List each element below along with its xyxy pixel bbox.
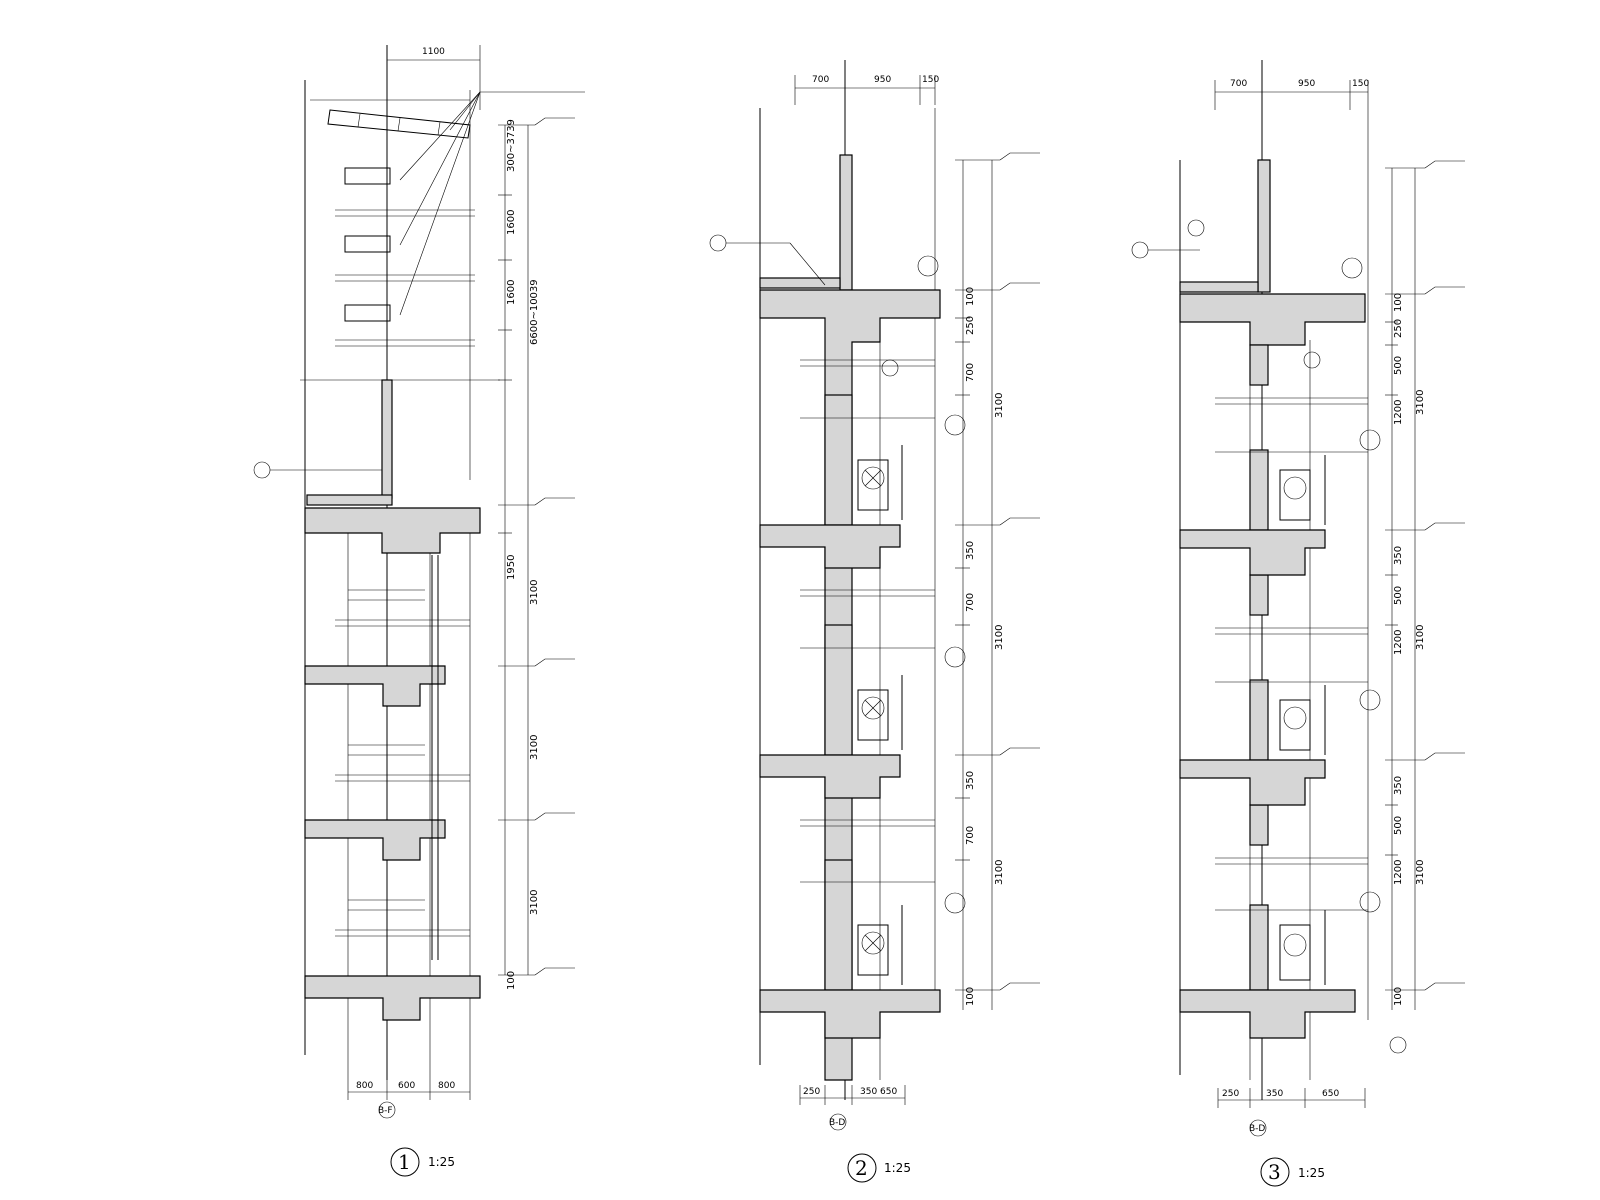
detail-1-dim-v7: 3100 — [529, 890, 540, 915]
detail-1-dim-v2: 1600 — [506, 280, 517, 305]
detail-2-dim-v9: 3100 — [994, 860, 1005, 885]
detail-3-top-dim-0: 700 — [1230, 79, 1247, 89]
detail-1-top-dim: 1100 — [422, 47, 445, 57]
detail-2-dim-b2: 650 — [880, 1087, 897, 1097]
detail-1-dim-v4: 1950 — [506, 555, 517, 580]
detail-3-top-dim-2: 150 — [1352, 79, 1369, 89]
detail-2-dim-v6: 3100 — [994, 625, 1005, 650]
detail-2-dim-v5: 700 — [965, 593, 976, 612]
detail-2-dim-v8: 700 — [965, 826, 976, 845]
detail-1-number: 1 — [398, 1150, 411, 1174]
detail-1-dim-v3: 6600~10039 — [529, 279, 540, 345]
detail-3-dim-v6: 500 — [1393, 586, 1404, 605]
detail-3-dim-v7: 1200 — [1393, 630, 1404, 655]
detail-3-scale: 1:25 — [1298, 1166, 1325, 1180]
detail-1-grid-label: B-F — [378, 1106, 393, 1116]
detail-3-dim-v0: 100 — [1393, 293, 1404, 312]
detail-3-dim-v5: 350 — [1393, 546, 1404, 565]
detail-1-number-circle — [390, 1147, 420, 1177]
detail-2-number: 2 — [855, 1156, 868, 1180]
detail-1-dim-v0: 300~3739 — [506, 119, 517, 172]
detail-2-top-dim-2: 150 — [922, 75, 939, 85]
detail-1-dim-v6: 3100 — [529, 735, 540, 760]
detail-1-scale: 1:25 — [428, 1155, 455, 1169]
detail-2-dim-v0: 100 — [965, 287, 976, 306]
detail-2-dim-b1: 350 — [860, 1087, 877, 1097]
detail-3-dim-v8: 3100 — [1415, 625, 1426, 650]
detail-3-dim-v3: 1200 — [1393, 400, 1404, 425]
detail-3: 700 950 150 — [1131, 60, 1465, 1187]
detail-2-scale: 1:25 — [884, 1161, 911, 1175]
detail-2-dim-v2: 700 — [965, 363, 976, 382]
detail-1-dim-b1: 600 — [398, 1081, 415, 1091]
detail-2-dim-v7: 350 — [965, 771, 976, 790]
detail-3-dim-v12: 3100 — [1415, 860, 1426, 885]
detail-1-dim-v8: 100 — [506, 971, 517, 990]
detail-2-dim-v4: 350 — [965, 541, 976, 560]
detail-3-dim-v10: 500 — [1393, 816, 1404, 835]
detail-1-dim-v1: 1600 — [506, 210, 517, 235]
detail-2-dim-v3: 3100 — [994, 393, 1005, 418]
detail-2-dim-b0: 250 — [803, 1087, 820, 1097]
detail-2: 700 950 150 — [709, 60, 1040, 1183]
detail-2-dim-v10: 100 — [965, 987, 976, 1006]
detail-3-dim-v1: 250 — [1393, 319, 1404, 338]
detail-2-number-circle — [847, 1153, 877, 1183]
detail-3-dim-v11: 1200 — [1393, 860, 1404, 885]
detail-3-number-circle — [1260, 1157, 1290, 1187]
detail-1-dim-b0: 800 — [356, 1081, 373, 1091]
detail-3-dim-b1: 350 — [1266, 1089, 1283, 1099]
detail-1-dim-v5: 3100 — [529, 580, 540, 605]
detail-3-number: 3 — [1268, 1160, 1281, 1184]
detail-3-dim-v13: 100 — [1393, 987, 1404, 1006]
detail-3-grid-label: B-D — [1249, 1124, 1265, 1134]
detail-3-dim-v2: 500 — [1393, 356, 1404, 375]
detail-3-dim-b2: 650 — [1322, 1089, 1339, 1099]
detail-2-top-dim-1: 950 — [874, 75, 891, 85]
detail-2-top-dim-0: 700 — [812, 75, 829, 85]
detail-2-dim-v1: 250 — [965, 316, 976, 335]
detail-2-grid-label: B-D — [829, 1118, 845, 1128]
detail-3-dim-v4: 3100 — [1415, 390, 1426, 415]
detail-1: 1 100 — [253, 45, 585, 1177]
detail-3-top-dim-1: 950 — [1298, 79, 1315, 89]
detail-3-dim-b0: 250 — [1222, 1089, 1239, 1099]
detail-3-dim-v9: 350 — [1393, 776, 1404, 795]
detail-1-dim-b2: 800 — [438, 1081, 455, 1091]
